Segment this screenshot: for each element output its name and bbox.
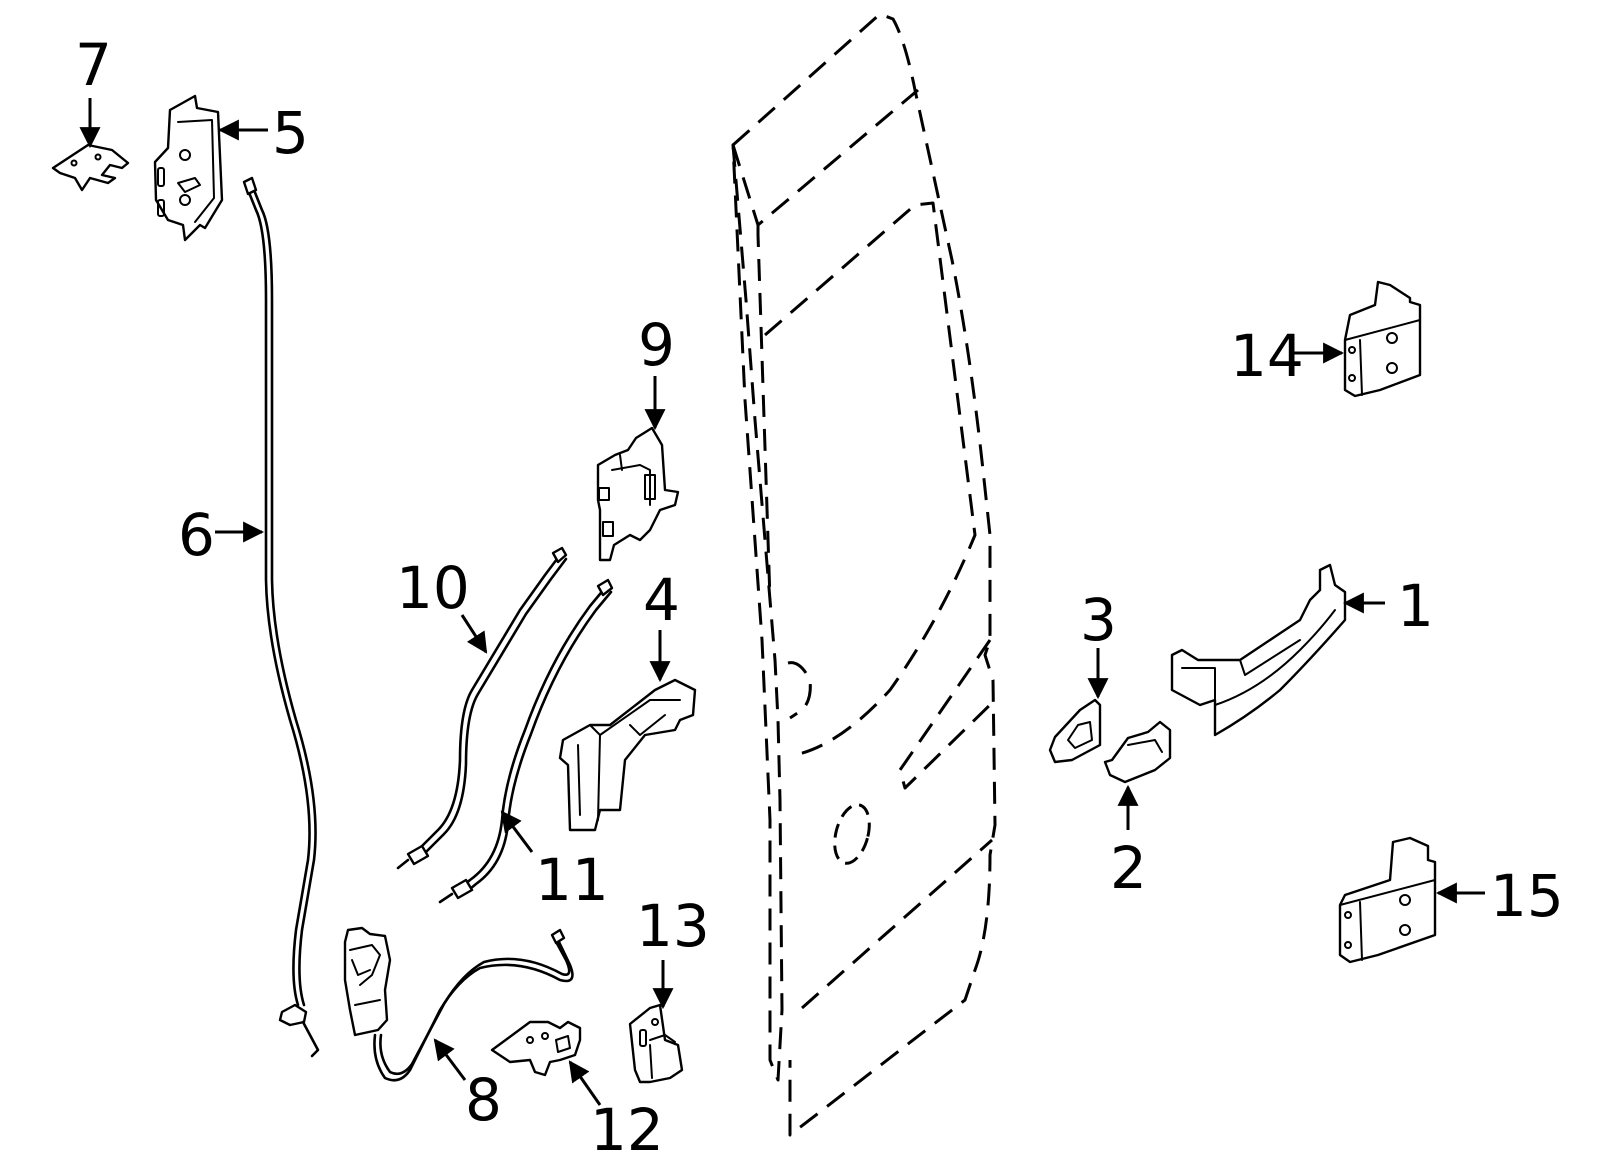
callout-11: 11 [535, 846, 609, 914]
callout-5: 5 [272, 99, 309, 167]
part-14-hinge [1343, 280, 1422, 398]
part-4-handle-bracket [558, 678, 697, 832]
arrow-8 [433, 1038, 467, 1081]
part-8-actuator [343, 926, 574, 1082]
arrow-12 [568, 1060, 602, 1106]
part-7-bracket [51, 143, 130, 192]
part-11-cable [438, 578, 614, 904]
callout-13: 13 [636, 892, 710, 960]
part-15-hinge [1338, 836, 1437, 964]
callout-1: 1 [1397, 572, 1434, 640]
callout-12: 12 [590, 1096, 664, 1164]
part-1-outer-handle [1170, 563, 1347, 737]
part-13-bracket [628, 1003, 684, 1084]
leader-arrows [79, 98, 1485, 1106]
part-5-lock [153, 94, 224, 242]
callout-14: 14 [1230, 322, 1304, 390]
callout-9: 9 [638, 311, 675, 379]
door-panel-outline [731, 12, 997, 1137]
part-9-latch-module [596, 426, 680, 562]
part-3-cover [1048, 698, 1102, 764]
callout-2: 2 [1110, 834, 1147, 902]
callout-15: 15 [1490, 862, 1564, 930]
part-10-cable [396, 546, 568, 870]
callout-4: 4 [643, 566, 680, 634]
callout-6: 6 [178, 501, 215, 569]
callout-7: 7 [75, 31, 112, 99]
arrow-11 [500, 810, 534, 853]
part-12-striker [490, 1020, 582, 1077]
arrow-10 [460, 614, 488, 654]
callout-labels: 1 2 3 4 5 6 7 8 9 10 11 12 13 14 15 [75, 31, 1564, 1164]
callout-10: 10 [396, 554, 470, 622]
part-6-cable [242, 176, 320, 1058]
callout-3: 3 [1080, 586, 1117, 654]
callout-8: 8 [465, 1066, 502, 1134]
part-2-insert [1103, 720, 1172, 784]
